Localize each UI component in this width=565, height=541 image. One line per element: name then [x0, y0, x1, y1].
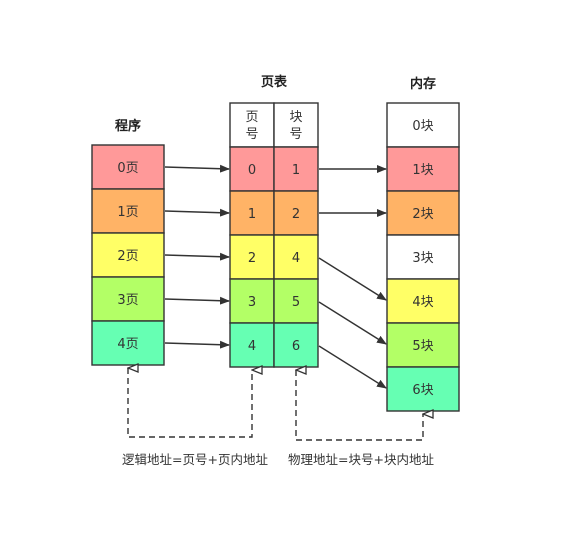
page-table-row-1-block-value: 2	[292, 207, 300, 222]
physical-address-formula: 物理地址=块号+块内地址	[288, 452, 434, 467]
page-table-row-0-block-value: 1	[292, 163, 300, 178]
program-page-0-label: 0页	[117, 161, 138, 176]
memory-block-2	[386, 190, 460, 236]
program-to-table-arrows	[164, 164, 230, 349]
program-page-3-label: 3页	[117, 293, 138, 308]
memory-block-0-label: 0块	[412, 119, 433, 134]
arrow-row-4-to-block-6	[318, 345, 387, 389]
memory-block-5	[386, 322, 460, 368]
program-title: 程序	[115, 118, 141, 134]
page-table-row-1-block	[273, 190, 319, 236]
arrow-row-3-to-block-5	[318, 301, 387, 345]
page-table-row-3-block-value: 5	[292, 295, 300, 310]
program-column: 0页 1页 2页 3页 4页	[91, 144, 165, 366]
memory-block-2-label: 2块	[412, 207, 433, 222]
program-page-0	[91, 144, 165, 190]
page-table-row-4-block-value: 6	[292, 339, 300, 354]
program-page-4-label: 4页	[117, 337, 138, 352]
logical-address-formula: 逻辑地址=页号+页内地址	[122, 452, 268, 467]
memory-block-3-label: 3块	[412, 251, 433, 266]
header-page-char-1: 页	[245, 110, 258, 125]
arrow-page-2-to-row-2	[164, 252, 230, 261]
page-table-row-2-page-value: 2	[248, 251, 256, 266]
page-table-title: 页表	[261, 74, 288, 90]
memory-block-5-label: 5块	[412, 339, 433, 354]
page-table-row-3-page	[229, 278, 275, 324]
memory-title: 内存	[410, 76, 436, 92]
memory-block-1-label: 1块	[412, 163, 433, 178]
memory-block-3	[386, 234, 460, 280]
program-page-1	[91, 188, 165, 234]
page-table: 页 号 块 号 0 1 1 2 2 4 3 5 4 6	[229, 102, 319, 368]
arrow-page-1-to-row-1	[164, 208, 230, 217]
memory-block-4	[386, 278, 460, 324]
physical-address-connector	[296, 370, 423, 441]
memory-block-0	[386, 102, 460, 148]
memory-block-1	[386, 146, 460, 192]
header-block-char-2: 号	[289, 127, 302, 142]
memory-block-4-label: 4块	[412, 295, 433, 310]
page-table-header-page	[229, 102, 275, 148]
memory-column: 0块 1块 2块 3块 4块 5块 6块	[386, 102, 460, 412]
page-table-row-1-page	[229, 190, 275, 236]
logical-address-connector	[128, 368, 252, 438]
memory-block-6-label: 6块	[412, 383, 433, 398]
page-table-row-4-block	[273, 322, 319, 368]
arrow-page-3-to-row-3	[164, 296, 230, 305]
page-table-row-1-page-value: 1	[248, 207, 256, 222]
page-table-row-0-page	[229, 146, 275, 192]
page-table-row-4-page-value: 4	[248, 339, 256, 354]
program-page-3	[91, 276, 165, 322]
program-page-1-label: 1页	[117, 205, 138, 220]
page-table-row-4-page	[229, 322, 275, 368]
arrow-row-2-to-block-4	[318, 257, 387, 301]
page-table-row-2-block-value: 4	[292, 251, 300, 266]
arrow-page-4-to-row-4	[164, 340, 230, 349]
physical-dashed-line	[296, 370, 423, 441]
logical-dashed-line	[128, 368, 252, 438]
header-block-char-1: 块	[289, 110, 302, 125]
program-page-2-label: 2页	[117, 249, 138, 264]
arrow-page-0-to-row-0	[164, 164, 230, 173]
table-to-memory-arrows	[318, 165, 387, 389]
page-table-row-2-page	[229, 234, 275, 280]
page-table-row-3-page-value: 3	[248, 295, 256, 310]
header-page-char-2: 号	[245, 127, 258, 142]
page-table-row-0-page-value: 0	[248, 163, 256, 178]
